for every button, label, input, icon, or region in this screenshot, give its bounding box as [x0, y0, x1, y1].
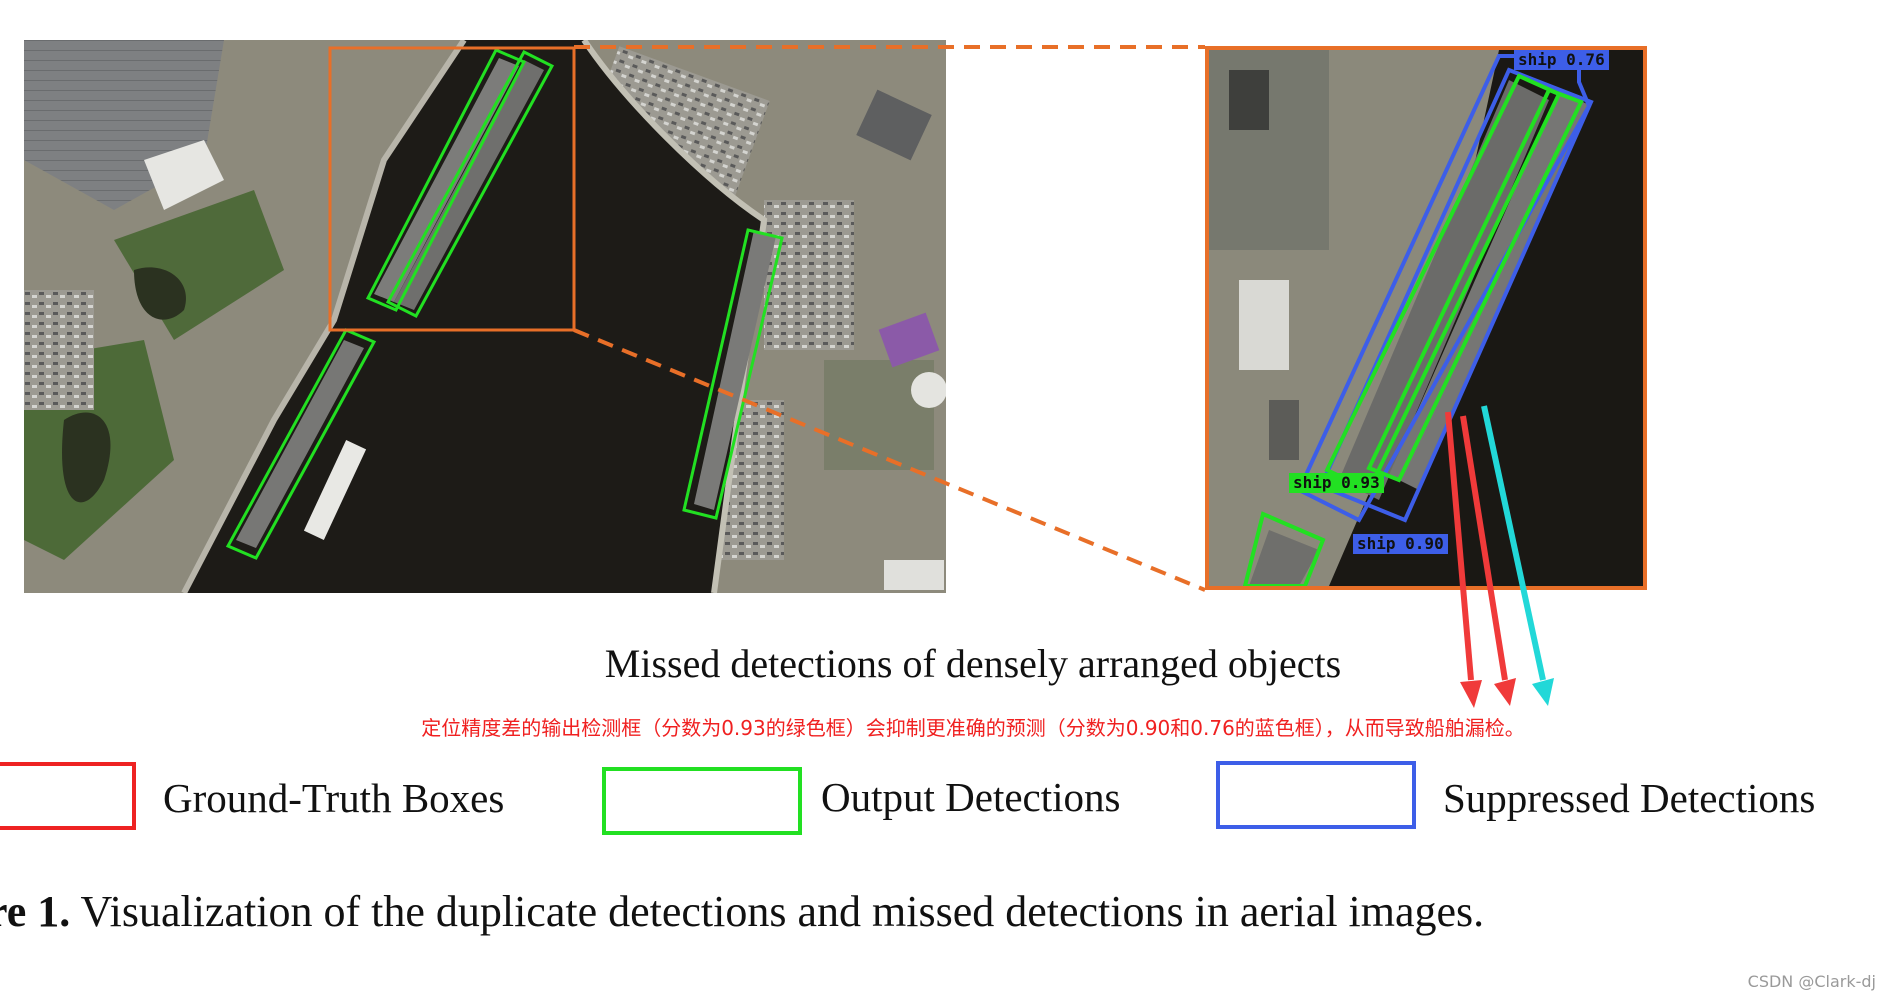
- missed-detections-caption: Missed detections of densely arranged ob…: [604, 641, 1342, 686]
- detection-label-ship-076: ship 0.76: [1514, 50, 1609, 70]
- watermark: CSDN @Clark-dj: [1747, 972, 1876, 991]
- legend-swatch-suppressed: [1216, 761, 1416, 829]
- legend-label-output: Output Detections: [821, 774, 1121, 820]
- legend-label-suppressed: Suppressed Detections: [1443, 775, 1816, 821]
- legend-label-ground-truth: Ground-Truth Boxes: [163, 775, 505, 821]
- legend-swatch-output: [602, 767, 802, 835]
- detection-label-ship-090: ship 0.90: [1353, 534, 1448, 554]
- detection-label-ship-093: ship 0.93: [1289, 473, 1384, 493]
- legend-swatch-ground-truth: [0, 762, 136, 830]
- aerial-image-main: [24, 40, 946, 593]
- aerial-image-zoomed: ship 0.76 ship 0.93 ship 0.90: [1205, 46, 1647, 590]
- chinese-annotation: 定位精度差的输出检测框（分数为0.93的绿色框）会抑制更准确的预测（分数为0.9…: [421, 716, 1525, 740]
- figure-caption: re 1. Visualization of the duplicate det…: [0, 886, 1484, 937]
- figure-caption-prefix: re 1.: [0, 887, 71, 936]
- figure-caption-text: Visualization of the duplicate detection…: [70, 887, 1485, 936]
